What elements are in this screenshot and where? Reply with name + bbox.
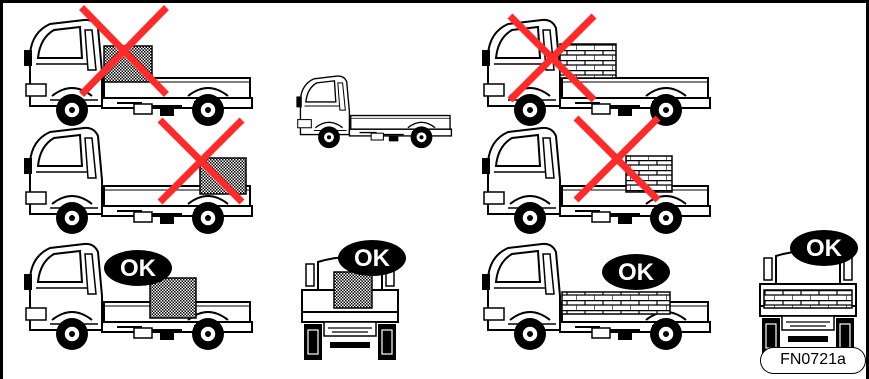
panel-side-bricks-front xyxy=(482,16,710,126)
svg-text:OK: OK xyxy=(806,235,843,262)
ok-badge: OK xyxy=(602,254,670,290)
svg-text:OK: OK xyxy=(618,259,655,286)
svg-text:OK: OK xyxy=(120,255,157,282)
panel-rear-bricks-even: OK xyxy=(760,230,858,354)
cargo-bricks xyxy=(764,290,852,308)
panel-side-box-rear xyxy=(24,120,252,234)
figure-code-label: FN0721a xyxy=(760,347,866,374)
panel-side-box-center: OK xyxy=(24,244,252,350)
panel-side-bricks-rear xyxy=(482,118,710,234)
ok-badge: OK xyxy=(338,240,406,276)
cargo-box xyxy=(334,272,372,308)
cargo-bricks xyxy=(562,292,670,314)
panel-side-bricks-even: OK xyxy=(482,244,710,350)
panel-rear-box-center: OK xyxy=(302,240,406,360)
ok-badge: OK xyxy=(790,230,858,266)
ok-badge: OK xyxy=(104,250,172,286)
panel-side-box-front xyxy=(24,10,252,126)
cargo-box xyxy=(150,278,196,318)
panel-side-empty xyxy=(296,76,451,148)
svg-text:OK: OK xyxy=(354,245,391,272)
